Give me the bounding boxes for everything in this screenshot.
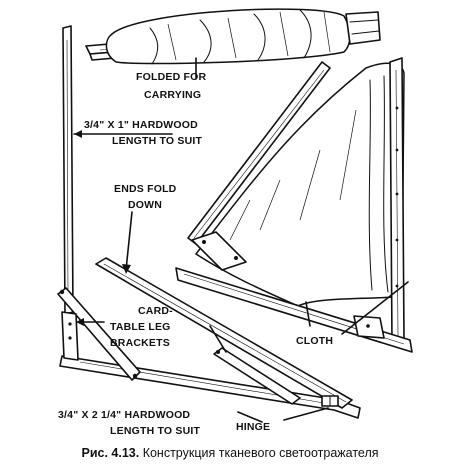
svg-text:TABLE LEG: TABLE LEG <box>110 321 171 333</box>
label-hinge: HINGE <box>236 421 270 433</box>
svg-text:3/4" X 1" HARDWOOD: 3/4" X 1" HARDWOOD <box>84 119 198 131</box>
svg-text:CARRYING: CARRYING <box>144 89 201 101</box>
label-ends-fold-down: ENDS FOLD DOWN <box>114 183 177 211</box>
svg-text:CARD-: CARD- <box>138 305 173 317</box>
label-folded-for-carrying: FOLDED FOR CARRYING <box>136 71 206 101</box>
caption-title: Конструкция тканевого светоотражателя <box>139 446 379 460</box>
folded-bundle-illustration <box>85 8 381 65</box>
caption-figure-number: Рис. 4.13. <box>81 446 140 460</box>
label-cloth: CLOTH <box>296 335 333 347</box>
label-base-hardwood: 3/4" X 2 1/4" HARDWOOD LENGTH TO SUIT <box>58 409 200 437</box>
svg-text:LENGTH TO SUIT: LENGTH TO SUIT <box>112 135 202 147</box>
leader-lines <box>73 57 409 423</box>
svg-text:DOWN: DOWN <box>128 199 162 211</box>
right-reflector-illustration <box>175 57 413 353</box>
svg-text:LENGTH TO SUIT: LENGTH TO SUIT <box>110 425 200 437</box>
reflector-construction-diagram: FOLDED FOR CARRYING 3/4" X 1" HARDWOOD L… <box>57 8 413 437</box>
svg-text:ENDS FOLD: ENDS FOLD <box>114 183 177 195</box>
label-vertical-hardwood: 3/4" X 1" HARDWOOD LENGTH TO SUIT <box>84 119 202 147</box>
figure-caption: Рис. 4.13. Конструкция тканевого светоот… <box>0 441 460 465</box>
left-frame-illustration <box>57 25 361 419</box>
label-card-table-brackets: CARD- TABLE LEG BRACKETS <box>110 305 173 349</box>
svg-text:FOLDED FOR: FOLDED FOR <box>136 71 206 83</box>
svg-text:BRACKETS: BRACKETS <box>110 337 170 349</box>
svg-text:3/4" X 2 1/4" HARDWOOD: 3/4" X 2 1/4" HARDWOOD <box>58 409 190 421</box>
